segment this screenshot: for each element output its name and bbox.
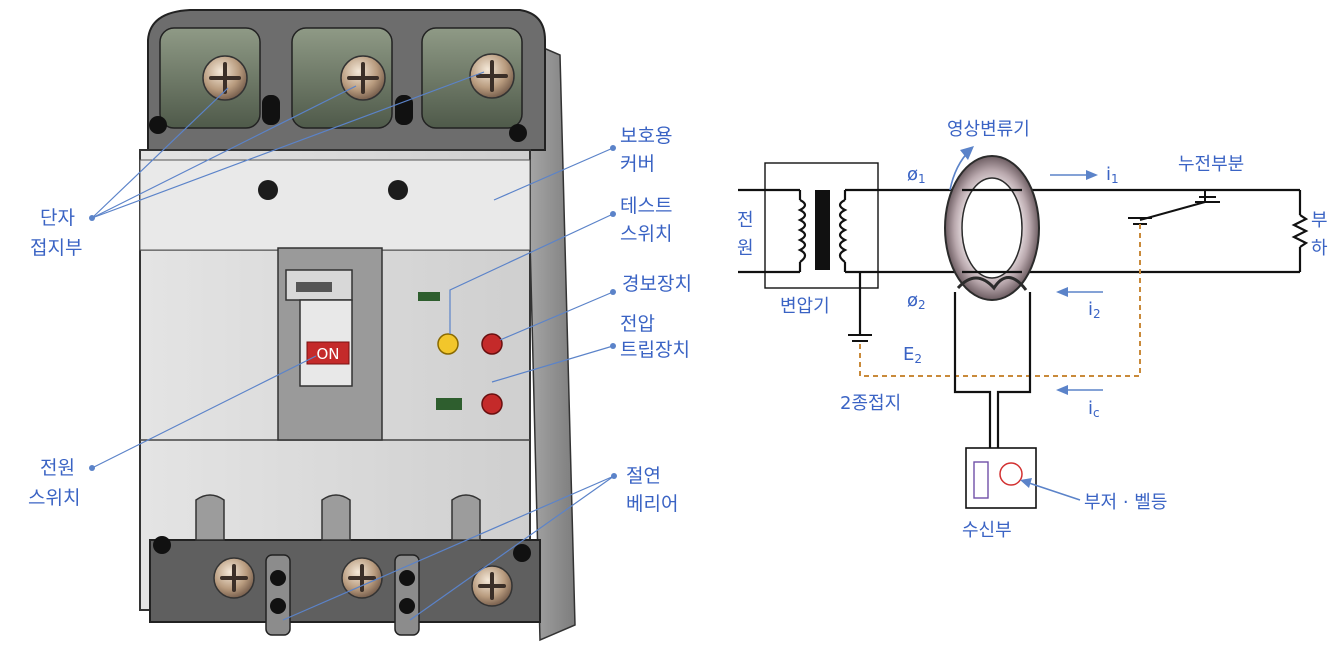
leak-label: 누전부분 — [1178, 154, 1244, 175]
load-label-line1: 부 — [1311, 210, 1328, 231]
buzzer-pointer-arrow — [1025, 481, 1081, 501]
receiver-label: 수신부 — [962, 520, 1012, 541]
buzzer-lamp-icon — [999, 462, 1023, 486]
on-badge-text: ON — [316, 345, 339, 363]
zct-secondary-winding — [956, 276, 1028, 291]
protective-cover — [139, 159, 531, 251]
phi2-label: ø2 — [907, 290, 926, 312]
e2-label: E2 — [903, 344, 922, 366]
leakage-point-symbol — [1128, 190, 1220, 225]
indicator-lamp-top — [418, 292, 440, 301]
alarm-label: 경보장치 — [622, 273, 692, 295]
alarm-indicator — [481, 333, 503, 355]
circuit-breaker: ON — [139, 9, 576, 642]
receiver-box — [965, 447, 1037, 509]
terminal-label-line1: 단자 — [40, 207, 75, 229]
zct-circuit-diagram — [738, 146, 1309, 509]
transformer-primary-coil — [797, 199, 807, 263]
phi1-label: ø1 — [907, 164, 926, 186]
ic-label: ic — [1088, 398, 1100, 420]
cover-label-line2: 커버 — [620, 153, 655, 175]
leakage-current-path — [859, 224, 1141, 377]
transformer-secondary-coil — [838, 199, 848, 263]
on-badge — [306, 341, 350, 365]
power-switch-label-line1: 전원 — [40, 457, 75, 479]
receiver-relay-icon — [973, 461, 989, 499]
cover-label-line1: 보호용 — [620, 125, 672, 147]
insulation-barrier-2 — [321, 494, 351, 541]
barrier-label-line1: 절연 — [626, 465, 661, 487]
load-label-line2: 하 — [1311, 238, 1328, 259]
indicator-lamp-bottom — [436, 398, 462, 410]
source-label-line1: 전 — [737, 210, 754, 231]
voltage-trip-label-line2: 트립장치 — [620, 339, 690, 361]
barrier-label-line2: 베리어 — [626, 493, 678, 515]
terminal-label-line2: 접지부 — [30, 237, 82, 259]
buzzer-label: 부저 · 벨등 — [1084, 492, 1167, 513]
breaker-labels: 단자 접지부 보호용 커버 테스트 스위치 경보장치 전압 트립장치 전원 스위… — [28, 125, 692, 515]
trip-indicator — [481, 393, 503, 415]
insulation-barrier-3 — [451, 494, 481, 541]
breaker-side-wall — [524, 38, 576, 642]
test-switch-label-line1: 테스트 — [620, 195, 672, 217]
i2-label: i2 — [1088, 299, 1101, 321]
transformer-label: 변압기 — [780, 296, 830, 317]
source-label-line2: 원 — [737, 238, 754, 259]
test-switch-label-line2: 스위치 — [620, 223, 672, 245]
zct-ring-inner — [961, 177, 1023, 279]
breaker-leader-lines — [89, 71, 617, 621]
transformer-box — [764, 162, 879, 289]
ground-label: 2종접지 — [840, 393, 901, 414]
voltage-trip-label-line1: 전압 — [620, 313, 655, 335]
transformer-core — [815, 190, 830, 270]
power-switch-label-line2: 스위치 — [28, 487, 80, 509]
insulation-barrier-1 — [195, 494, 225, 541]
i1-label: i1 — [1106, 164, 1119, 186]
transformer-ground-symbol — [848, 334, 872, 342]
load-resistor — [1291, 214, 1309, 248]
circuit-labels: 영상변류기 누전부분 전 원 부 하 변압기 ø1 ø2 i1 i2 ic E2… — [737, 119, 1328, 541]
zct-label: 영상변류기 — [947, 119, 1030, 140]
test-switch-button — [437, 333, 459, 355]
